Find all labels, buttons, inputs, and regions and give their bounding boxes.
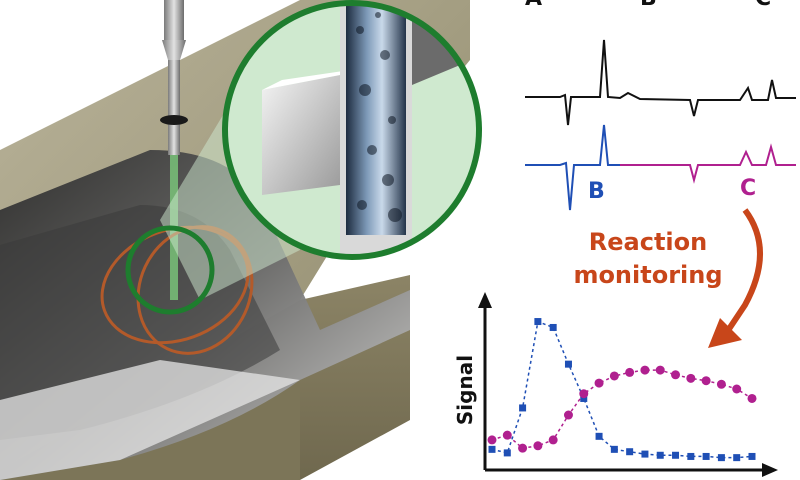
series-2-point	[732, 384, 742, 394]
series-2-point	[701, 376, 711, 386]
series-2-point	[487, 435, 497, 445]
spectrum-b-label: B	[588, 179, 605, 204]
detection-zone-circle	[125, 225, 215, 315]
series-1-point	[702, 452, 710, 460]
series-1-point	[580, 394, 588, 402]
series-2-point	[548, 435, 558, 445]
spectrum-c-label: C	[740, 176, 756, 201]
series-1-point	[488, 445, 496, 453]
reaction-label-line2: monitoring	[573, 261, 722, 289]
series-1-point	[748, 452, 756, 460]
nmr-spectra	[525, 39, 796, 211]
series-2-point	[671, 370, 681, 380]
inset-magnified-view	[222, 0, 482, 260]
series-2-point	[533, 441, 543, 451]
series-1-point	[717, 454, 725, 462]
series-1-point	[503, 449, 511, 457]
top-label-c: C	[755, 0, 771, 11]
series-2-point	[716, 379, 726, 389]
series-1-point	[687, 452, 695, 460]
series-1-point	[534, 318, 542, 326]
reaction-arrow-head	[708, 318, 742, 348]
series-2-point	[502, 430, 512, 440]
series-2-point	[747, 393, 757, 403]
plot-y-label: Signal	[453, 355, 477, 425]
series-1-point	[733, 454, 741, 462]
spectrum-b	[525, 124, 620, 211]
series-2-point	[518, 443, 528, 453]
top-label-b: B	[640, 0, 657, 11]
series-1-point	[549, 323, 557, 331]
series-2-line	[491, 369, 753, 449]
reaction-label-line1: Reaction	[589, 228, 707, 256]
spectrum-combined	[525, 39, 796, 126]
spectrum-c	[620, 143, 796, 184]
particles	[356, 12, 402, 222]
reaction-arrow	[722, 208, 763, 337]
series-2-point	[640, 365, 650, 375]
series-2-point	[563, 410, 573, 420]
kinetic-plot	[478, 292, 778, 477]
series-1-line	[491, 320, 753, 459]
series-2-point	[609, 371, 619, 381]
series-1-point	[610, 445, 618, 453]
series-1-point	[641, 450, 649, 458]
top-label-a: A	[525, 0, 542, 11]
plot-series	[487, 318, 757, 462]
series-1-point	[672, 451, 680, 459]
series-2-point	[655, 365, 665, 375]
series-1-point	[595, 432, 603, 440]
series-2-point	[625, 367, 635, 377]
x-axis-arrowhead	[762, 463, 778, 477]
series-2-point	[579, 389, 589, 399]
series-1-point	[564, 360, 572, 368]
series-2-point	[686, 373, 696, 383]
y-axis-arrowhead	[478, 292, 492, 308]
series-1-point	[656, 451, 664, 459]
series-1-point	[519, 404, 527, 412]
series-1-point	[626, 448, 634, 456]
series-2-point	[594, 378, 604, 388]
